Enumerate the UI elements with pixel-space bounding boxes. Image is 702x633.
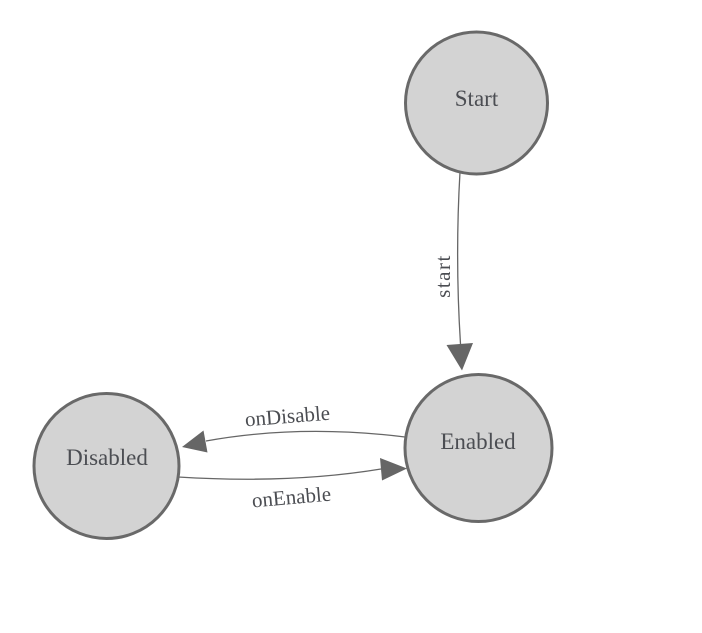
edge-label-ondisable: onDisable — [244, 401, 331, 432]
arrowhead-start-to-enabled — [446, 343, 473, 371]
arrowhead-enabled-to-disabled — [182, 430, 208, 453]
state-label-start: Start — [455, 86, 499, 111]
edge-label-onenable: onEnable — [251, 482, 332, 513]
state-label-disabled: Disabled — [66, 445, 148, 470]
state-circle-disabled — [32, 392, 181, 540]
edge-line-enabled-to-disabled — [205, 430, 406, 442]
state-node-disabled: Disabled — [32, 392, 181, 540]
state-circle-start — [404, 30, 549, 176]
edge-enabled-to-disabled: onDisable — [182, 401, 406, 453]
arrowhead-disabled-to-enabled — [380, 458, 407, 481]
edge-disabled-to-enabled: onEnable — [177, 458, 407, 513]
edge-start-to-enabled: start — [431, 171, 473, 371]
edge-line-start-to-enabled — [456, 171, 462, 345]
state-circle-enabled — [403, 373, 554, 523]
state-node-enabled: Enabled — [403, 373, 554, 523]
state-label-enabled: Enabled — [440, 429, 516, 454]
edge-label-start: start — [431, 254, 455, 298]
edge-line-disabled-to-enabled — [177, 468, 382, 480]
state-node-start: Start — [404, 30, 549, 176]
